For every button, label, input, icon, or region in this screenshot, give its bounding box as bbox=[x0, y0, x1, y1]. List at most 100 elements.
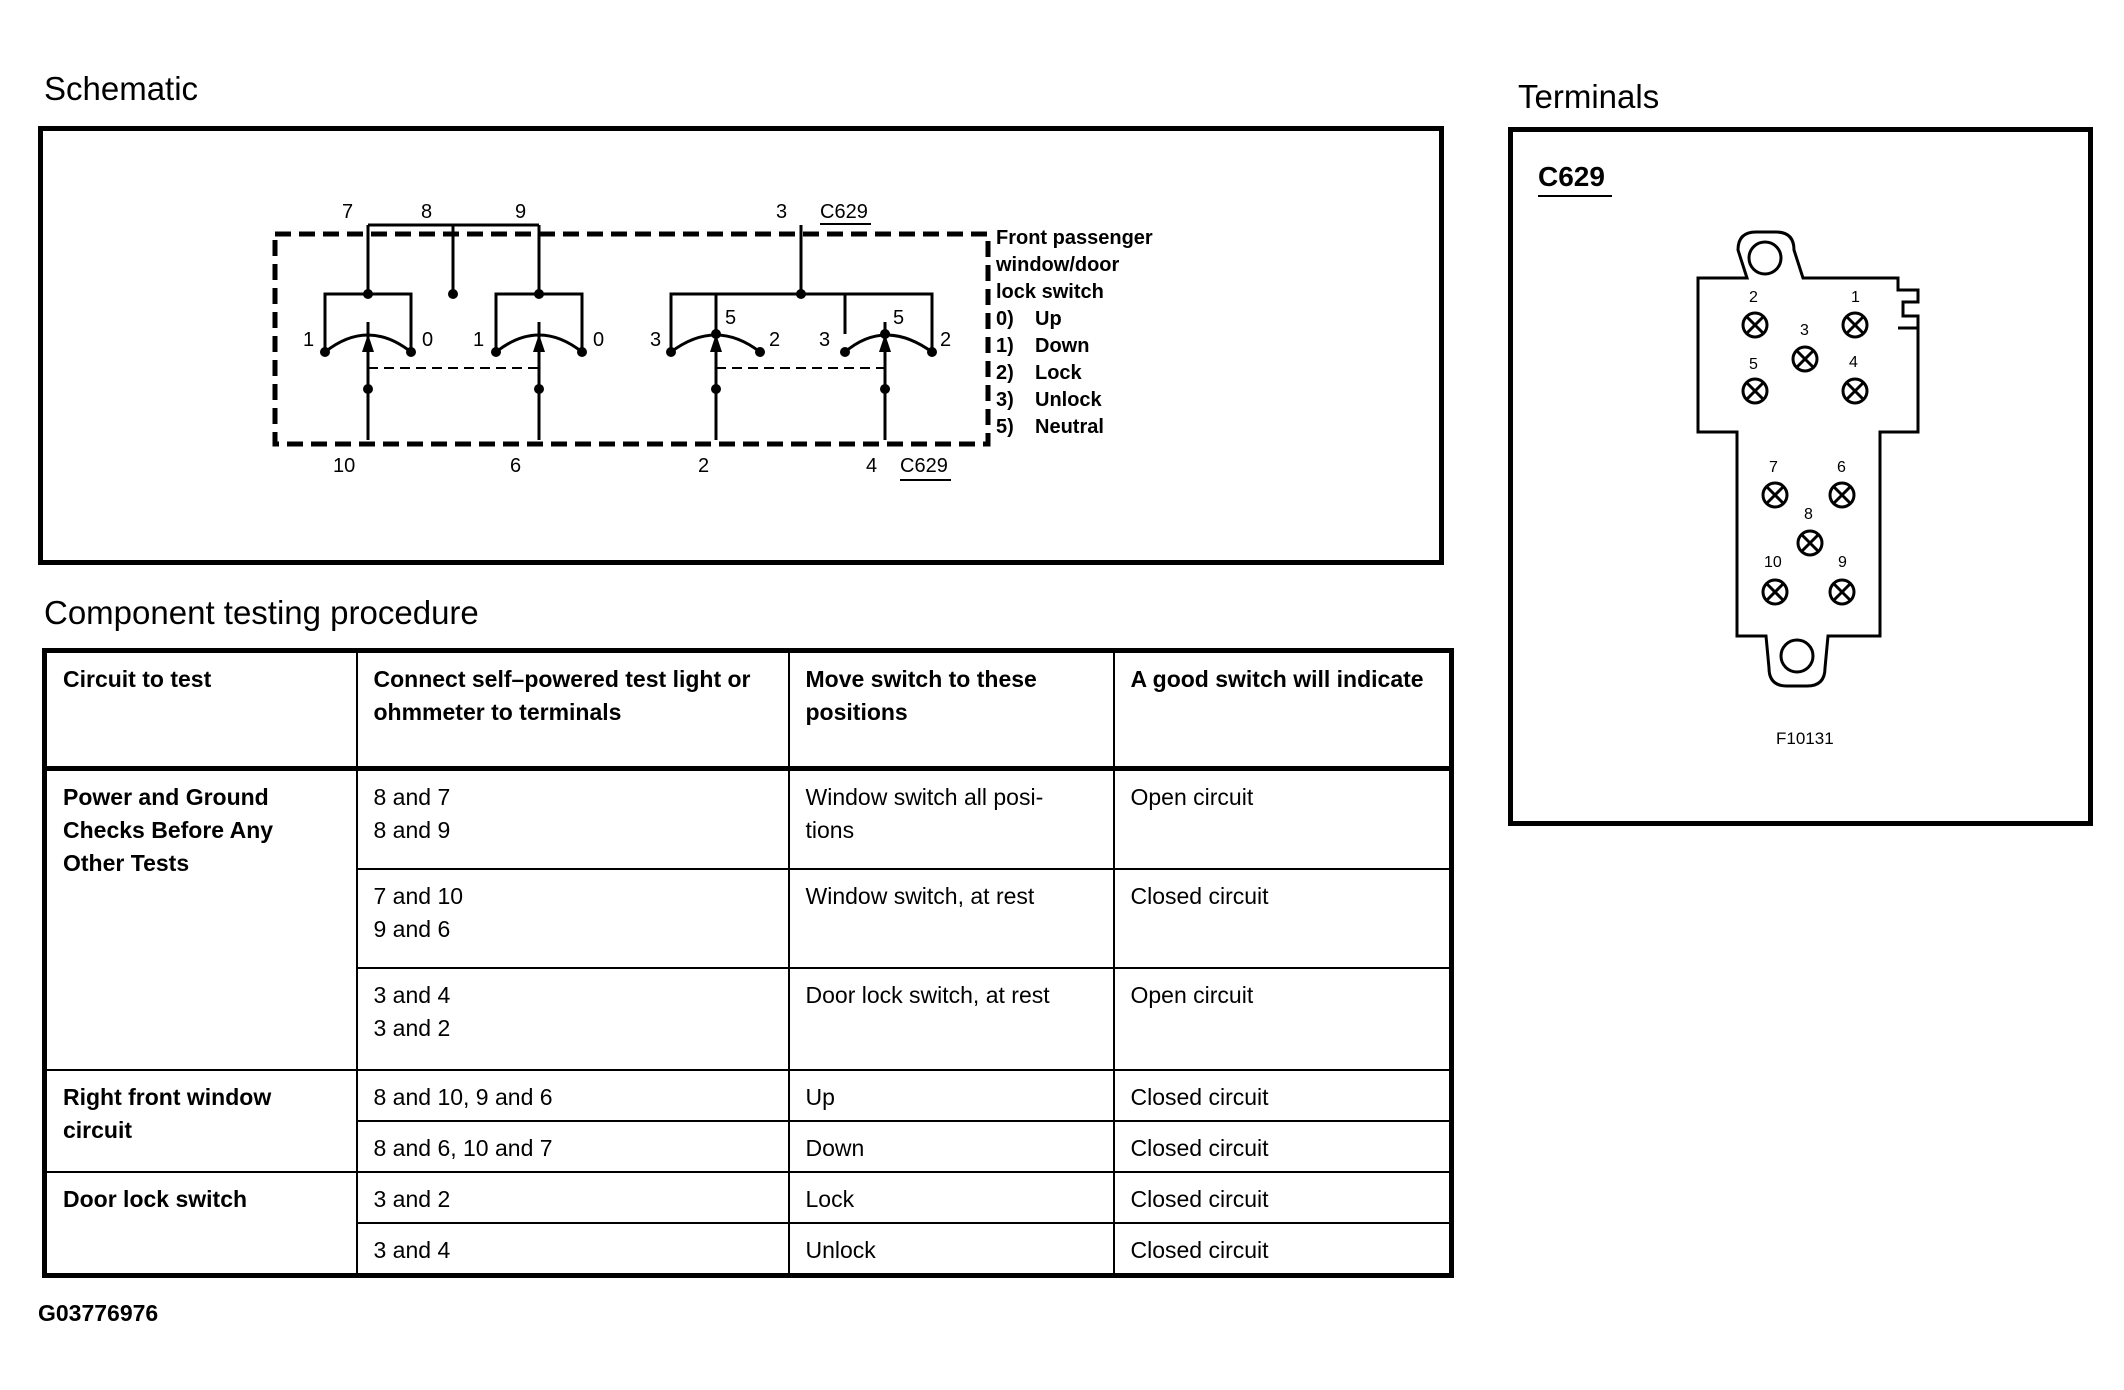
pin-label-bottom-2: 2 bbox=[698, 455, 709, 477]
pin-6-icon bbox=[1828, 481, 1856, 509]
legend-code: 3) bbox=[996, 389, 1014, 411]
pin-label-top-8: 8 bbox=[421, 201, 432, 223]
terminals-cell: 3 and 4 bbox=[355, 1221, 790, 1276]
terminals-frame bbox=[1508, 127, 2093, 826]
terminals-cell: 8 and 6, 10 and 7 bbox=[355, 1119, 790, 1173]
pin-label-bottom-10: 10 bbox=[333, 455, 355, 477]
legend-label: Up bbox=[1035, 308, 1062, 330]
pin-5-icon bbox=[1741, 377, 1769, 405]
contact-label: 2 bbox=[940, 329, 951, 351]
schematic-frame bbox=[38, 126, 1444, 565]
terminals-cell: 7 and 10 9 and 6 bbox=[355, 867, 790, 969]
indicate-cell: Closed circuit bbox=[1112, 1170, 1453, 1224]
pin-number: 4 bbox=[1849, 354, 1858, 371]
indicate-cell: Open circuit bbox=[1112, 966, 1453, 1071]
pin-label-top-7: 7 bbox=[342, 201, 353, 223]
table-header-row: Circuit to test Connect self–powered tes… bbox=[43, 649, 1453, 771]
contact-label: 0 bbox=[593, 329, 604, 351]
indicate-cell: Closed circuit bbox=[1112, 1119, 1453, 1173]
terminal-pair: 9 and 6 bbox=[373, 915, 451, 942]
col-header-positions: Move switch to these positions bbox=[787, 649, 1115, 771]
pin-3-icon bbox=[1791, 345, 1819, 373]
schematic-junction-dots bbox=[320, 289, 937, 394]
indicate-cell: Closed circuit bbox=[1112, 867, 1453, 969]
contact-label: 2 bbox=[769, 329, 780, 351]
legend-code: 0) bbox=[996, 308, 1014, 330]
pin-7-icon bbox=[1761, 481, 1789, 509]
pin-number: 1 bbox=[1851, 289, 1860, 306]
position-cell: Up bbox=[787, 1068, 1115, 1122]
contact-label: 1 bbox=[473, 329, 484, 351]
circuit-cell: Door lock switch bbox=[43, 1170, 358, 1276]
position-cell: Window switch all posi- tions bbox=[787, 767, 1115, 870]
switch-title-line-2: window/door bbox=[995, 254, 1120, 276]
terminals-cell: 8 and 7 8 and 9 bbox=[355, 767, 790, 870]
table-row: Power and Ground Checks Before Any Other… bbox=[43, 767, 1453, 1071]
circuit-cell: Power and Ground Checks Before Any Other… bbox=[43, 767, 358, 1071]
position-cell: Door lock switch, at rest bbox=[787, 966, 1115, 1071]
terminal-connector-face: C629 bbox=[1538, 161, 1920, 688]
col-header-indicate: A good switch will indicate bbox=[1112, 649, 1453, 771]
schematic-heading: Schematic bbox=[44, 70, 199, 107]
position-cell: Lock bbox=[787, 1170, 1115, 1224]
contact-label: 3 bbox=[650, 329, 661, 351]
col-header-terminals: Connect self–powered test light or ohmme… bbox=[355, 649, 790, 771]
pin-4-icon bbox=[1841, 377, 1869, 405]
switch-title-line-3: lock switch bbox=[996, 281, 1104, 303]
pin-label-top-3: 3 bbox=[776, 201, 787, 223]
terminal-pair: 3 and 2 bbox=[373, 1014, 451, 1041]
table-row: 7 and 10 9 and 6 Window switch, at rest … bbox=[45, 867, 1453, 969]
legend-code: 2) bbox=[996, 362, 1014, 384]
contact-label: 0 bbox=[422, 329, 433, 351]
indicate-cell: Open circuit bbox=[1112, 767, 1453, 870]
contact-label: 1 bbox=[303, 329, 314, 351]
terminal-pair: 8 and 9 bbox=[373, 817, 451, 843]
indicate-cell: Closed circuit bbox=[1112, 1221, 1453, 1276]
switch-housing-outline bbox=[272, 231, 991, 447]
pin-number: 2 bbox=[1749, 289, 1758, 306]
position-cell: Unlock bbox=[787, 1221, 1115, 1276]
pin-1-icon bbox=[1841, 311, 1869, 339]
terminal-pins bbox=[1741, 311, 1869, 606]
switch-title-line-1: Front passenger bbox=[996, 227, 1153, 249]
pin-2-icon bbox=[1741, 311, 1769, 339]
position-cell: Down bbox=[787, 1119, 1115, 1173]
table-row: Door lock switch 3 and 2 Lock Closed cir… bbox=[43, 1170, 1453, 1276]
connector-label-bottom: C629 bbox=[900, 455, 948, 477]
legend-label: Down bbox=[1035, 335, 1089, 357]
testing-procedure-table: Circuit to test Connect self–powered tes… bbox=[42, 648, 1454, 1278]
terminals-cell: 3 and 4 3 and 2 bbox=[355, 966, 790, 1071]
terminal-figure-code: F10131 bbox=[1776, 729, 1834, 748]
connector-label-top: C629 bbox=[820, 201, 868, 223]
pin-9-icon bbox=[1828, 578, 1856, 606]
pin-8-icon bbox=[1796, 529, 1824, 557]
terminal-pair: 3 and 4 bbox=[373, 981, 451, 1008]
pin-number: 5 bbox=[1749, 356, 1758, 373]
pin-label-bottom-6: 6 bbox=[510, 455, 521, 477]
circuit-cell: Right front window circuit bbox=[43, 1068, 358, 1173]
pin-number: 10 bbox=[1764, 554, 1782, 571]
legend-label: Neutral bbox=[1035, 416, 1104, 438]
table-row: 3 and 4 3 and 2 Door lock switch, at res… bbox=[45, 966, 1453, 1071]
terminal-pair: 7 and 10 bbox=[373, 882, 464, 909]
contact-label: 5 bbox=[893, 307, 904, 329]
table-row: 8 and 6, 10 and 7 Down Closed circuit bbox=[45, 1119, 1453, 1173]
pin-number: 6 bbox=[1837, 459, 1846, 476]
procedure-heading: Component testing procedure bbox=[44, 594, 479, 631]
terminals-cell: 8 and 10, 9 and 6 bbox=[355, 1068, 790, 1122]
table-row: Right front window circuit 8 and 10, 9 a… bbox=[43, 1068, 1453, 1173]
pin-number: 3 bbox=[1800, 322, 1809, 339]
indicate-cell: Closed circuit bbox=[1112, 1068, 1453, 1122]
figure-id: G03776976 bbox=[38, 1300, 159, 1326]
legend-code: 5) bbox=[996, 416, 1014, 438]
pin-number: 9 bbox=[1838, 554, 1847, 571]
pin-number: 8 bbox=[1804, 506, 1813, 523]
connector-outline bbox=[1696, 230, 1920, 688]
pin-label-top-9: 9 bbox=[515, 201, 526, 223]
contact-label: 5 bbox=[725, 307, 736, 329]
legend-code: 1) bbox=[996, 335, 1014, 357]
contact-label: 3 bbox=[819, 329, 830, 351]
pin-label-bottom-4: 4 bbox=[866, 455, 877, 477]
terminals-heading: Terminals bbox=[1518, 78, 1660, 115]
terminal-pair: 8 and 7 bbox=[373, 784, 451, 810]
